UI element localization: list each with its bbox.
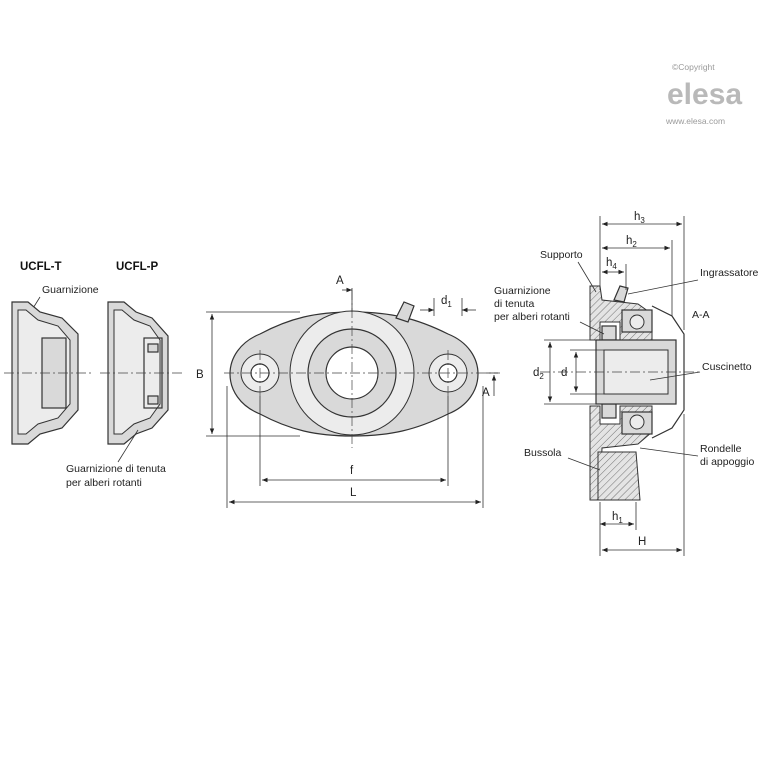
- grease-nipple: [395, 301, 415, 323]
- leader-bussola: [567, 457, 601, 471]
- ucfl-p-label-line2: per alberi rotanti: [66, 477, 142, 489]
- label-section-a-a: A-A: [692, 309, 710, 321]
- label-rondelle-1: Rondelle: [700, 443, 742, 455]
- website-url: www.elesa.com: [665, 116, 725, 126]
- section-view: h3 h2 h4 h1 H d2 d Suppor: [494, 211, 759, 556]
- label-supporto: Supporto: [540, 249, 583, 261]
- label-guarnizione-3: per alberi rotanti: [494, 311, 570, 323]
- leader-supporto: [577, 261, 597, 293]
- ucfl-p-label-line1: Guarnizione di tenuta: [66, 463, 166, 475]
- dim-b-label: B: [196, 369, 204, 381]
- ucfl-t-view: UCFL-T Guarnizione: [4, 261, 99, 445]
- section-grease-nipple: [613, 285, 629, 303]
- leader-cuscinetto: [649, 371, 701, 381]
- bushing-section: [597, 451, 641, 501]
- label-bussola: Bussola: [524, 447, 562, 459]
- label-guarnizione-1: Guarnizione: [494, 285, 551, 297]
- dim-h1-label: h1: [612, 511, 623, 525]
- dim-h4-label: h4: [606, 257, 617, 271]
- label-cuscinetto: Cuscinetto: [702, 361, 752, 373]
- label-ingrassatore: Ingrassatore: [700, 267, 759, 279]
- dim-d1-label: d1: [441, 295, 452, 309]
- ucfl-p-view: UCFL-P Guarnizione di tenuta per alberi …: [66, 261, 182, 489]
- leader-guarnizione: [579, 321, 605, 335]
- seal-bottom: [601, 403, 617, 419]
- dim-h3-label: h3: [634, 211, 645, 225]
- seal-top: [601, 325, 617, 341]
- dim-f-label: f: [350, 465, 354, 477]
- dim-big-h-label: H: [638, 536, 646, 548]
- copyright-text: ©Copyright: [672, 62, 715, 72]
- brand-logo: elesa: [667, 78, 742, 111]
- elesa-logo: ©Copyright elesa www.elesa.com: [665, 62, 742, 126]
- dim-a-side-label: A: [482, 387, 490, 399]
- ucfl-p-title: UCFL-P: [116, 261, 158, 273]
- ucfl-t-title: UCFL-T: [20, 261, 62, 273]
- leader-ingrassatore: [627, 279, 699, 295]
- dim-d2-label: d2: [533, 367, 544, 381]
- ucfl-p-seal-lip-bottom: [147, 395, 159, 405]
- label-guarnizione-2: di tenuta: [494, 298, 534, 310]
- dim-h2-label: h2: [626, 235, 637, 249]
- dim-l-label: L: [350, 487, 357, 499]
- ucfl-t-guarnizione-label: Guarnizione: [42, 284, 99, 296]
- bearing-ball-bottom: [629, 414, 645, 430]
- label-rondelle-2: di appoggio: [700, 456, 754, 468]
- bearing-ball-top: [629, 314, 645, 330]
- dim-a-top-label: A: [336, 275, 344, 287]
- front-view: A d1 B A f L: [196, 275, 500, 508]
- leader-line: [117, 429, 139, 463]
- ucfl-p-seal-lip-top: [147, 343, 159, 353]
- dim-d-label: d: [561, 367, 567, 379]
- leader-rondelle: [639, 447, 699, 457]
